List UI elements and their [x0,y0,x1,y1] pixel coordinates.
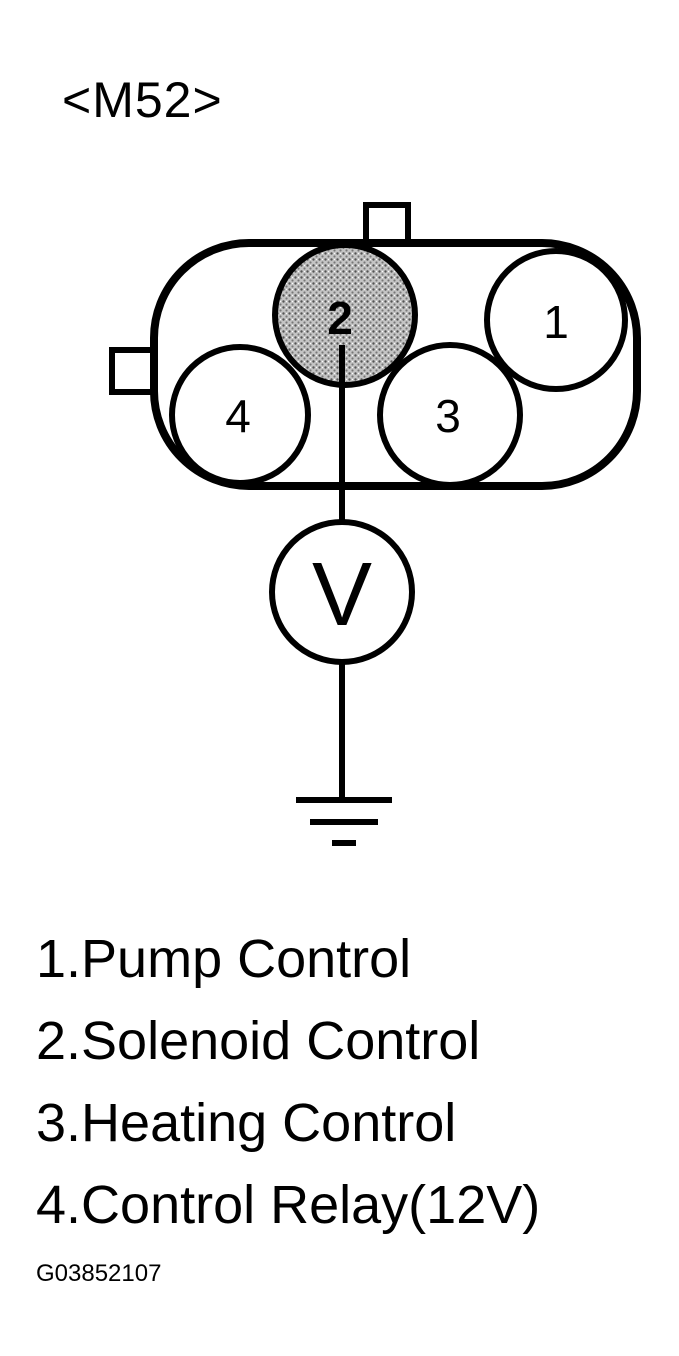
voltmeter-symbol: V [312,545,372,645]
terminal-3-circle [377,342,523,488]
terminal-1-circle [484,248,628,392]
terminal-3-number: 3 [435,390,461,442]
terminal-4-number: 4 [225,390,251,442]
terminal-1-number: 1 [543,296,569,348]
voltmeter: V [269,519,415,665]
terminal-4-circle [169,344,311,486]
terminal-4: 4 [169,344,311,486]
legend-item-control-relay: 4.Control Relay(12V) [36,1175,541,1235]
figure-id: G03852107 [36,1260,162,1287]
legend-item-pump-control: 1.Pump Control [36,929,412,989]
legend-item-heating-control: 3.Heating Control [36,1093,457,1153]
terminal-1: 1 [484,248,628,392]
terminal-legend: 1.Pump Control 2.Solenoid Control 3.Heat… [36,918,540,1246]
ground-icon [296,797,392,846]
legend-item-solenoid-control: 2.Solenoid Control [36,1011,481,1071]
connector-side-tab [109,347,159,395]
terminal-3: 3 [377,342,523,488]
terminal-2-number: 2 [327,292,353,344]
connector-test-diagram: 1 3 4 2 V [109,202,641,846]
terminal-2-highlighted: 2 [272,242,418,388]
connector-model-label: <M52> [62,72,223,128]
connector-top-tab [363,202,411,248]
